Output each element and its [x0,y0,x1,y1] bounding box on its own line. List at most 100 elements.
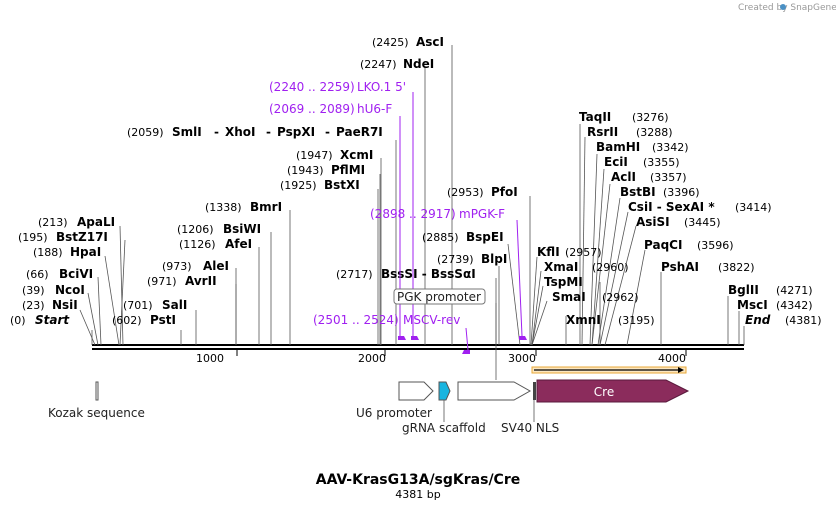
site-bsiwi-label: BsiWI [223,222,261,236]
tick-label: 4000 [658,352,686,365]
site-smai-label: SmaI [552,290,586,304]
site-hpai-label: HpaI [70,245,101,259]
plasmid-length: 4381 bp [395,488,440,501]
site-pos: (1126) [179,238,216,251]
axis-tick-1000: 1000 [196,350,238,365]
site-pos: (4271) [776,284,813,297]
site-pos: (23) [22,299,45,312]
site-pos: (602) [112,314,142,327]
axis-tick-4000: 4000 [658,350,687,365]
site-pos: (1947) [296,149,333,162]
site-pos: (1925) [280,179,317,192]
kozak-label: Kozak sequence [48,406,145,420]
site-pos: (1338) [205,201,242,214]
site-pos: (4342) [776,299,813,312]
site-pos: (0) [10,314,26,327]
snapgene-logo-icon [780,4,786,10]
site-apali-label: ApaLI [77,215,115,229]
backbone [92,344,744,350]
site-pos: (3396) [663,186,700,199]
tick-label: 1000 [196,352,224,365]
site-xhoi-label: XhoI [225,125,256,139]
gRNA-scaffold-feature [438,381,451,422]
site-pos: (188) [33,246,63,259]
primer-arrows [398,336,527,354]
site-leaders [79,45,745,346]
primer-lko-label: LKO.1 5' [357,80,406,94]
site-pos: (213) [38,216,68,229]
site-pshai-label: PshAI [661,260,699,274]
site-pos: (39) [22,284,45,297]
site-bstbi-label: BstBI [620,185,656,199]
site-pos: (2962) [602,291,639,304]
site-ncoi-label: NcoI [55,283,85,297]
credit-text: Created by SnapGene [738,3,836,13]
site-pspxi-label: PspXI [277,125,315,139]
site-nsii-label: NsiI [52,298,78,312]
site-bspei-label: BspEI [466,230,504,244]
site-ecii-label: EciI [604,155,628,169]
plasmid-title: AAV-KrasG13A/sgKras/Cre [316,472,520,488]
primer-mscv-pos: (2501 .. 2524) [313,313,399,327]
site-rsrii-label: RsrII [587,125,618,139]
site-afei-label: AfeI [225,237,252,251]
site-pos: (973) [162,260,192,273]
site-pos: (4381) [785,314,822,327]
site-pflmi-label: PflMI [331,163,365,177]
site-paqci-label: PaqCI [644,238,682,252]
site-asisi-label: AsiSI [636,215,670,229]
site-sali-label: SalI [162,298,187,312]
site-pos: (3288) [636,126,673,139]
site-pos: (3195) [618,314,655,327]
site-pos: (2247) [360,58,397,71]
site-pos: (2957) [565,246,602,259]
cre-label: Cre [594,385,614,399]
axis-tick-2000: 2000 [358,350,386,365]
axis-tick-3000: 3000 [508,350,537,365]
site-end-label: End [745,313,771,327]
site-pos: (66) [26,268,49,281]
pgk-promoter-arrow [457,381,532,401]
primer-lko-pos: (2240 .. 2259) [269,80,355,94]
site-pos: (1206) [177,223,214,236]
site-pos: (2885) [422,231,459,244]
sv40-nls-label: SV40 NLS [501,421,559,435]
primer-leaders [399,92,523,351]
site-xmai-label: XmaI [544,260,578,274]
primer-hu6-label: hU6-F [357,102,392,116]
site-taqii-label: TaqII [579,110,611,124]
site-pos: (3414) [735,201,772,214]
site-pos: (2960) [592,261,629,274]
pgk-promoter-label: PGK promoter [393,288,497,380]
site-pos: (2739) [437,253,474,266]
separator: - [214,125,219,139]
site-tspmi-label: TspMI [544,275,583,289]
site-acli-label: AclI [611,170,636,184]
site-pos: (2059) [127,126,164,139]
site-paer7i-label: PaeR7I [336,125,383,139]
site-bstxi-label: BstXI [324,178,360,192]
site-xcmi-label: XcmI [340,148,373,162]
primer-mscv-label: MSCV-rev [403,313,460,327]
site-pos: (2953) [447,186,484,199]
sv40-nls-feature [533,382,536,422]
site-pos: (3822) [718,261,755,274]
tick-label: 3000 [508,352,536,365]
primer-mpgk-pos: (2898 .. 2917) [370,207,456,221]
site-pos: (3342) [652,141,689,154]
site-pos: (2717) [336,268,373,281]
separator: - [325,125,330,139]
site-pos: (971) [147,275,177,288]
kozak-feature [95,381,99,401]
site-msci-label: MscI [737,298,768,312]
separator: - [266,125,271,139]
primer-mpgk-label: mPGK-F [459,207,505,221]
site-blpi-label: BlpI [481,252,507,266]
site-ndei-label: NdeI [403,57,434,71]
primer-hu6-pos: (2069 .. 2089) [269,102,355,116]
site-bstz17i-label: BstZ17I [56,230,108,244]
site-kfli-label: KflI [537,245,560,259]
site-bcivi-label: BciVI [59,267,93,281]
u6-promoter-arrow [398,381,434,401]
